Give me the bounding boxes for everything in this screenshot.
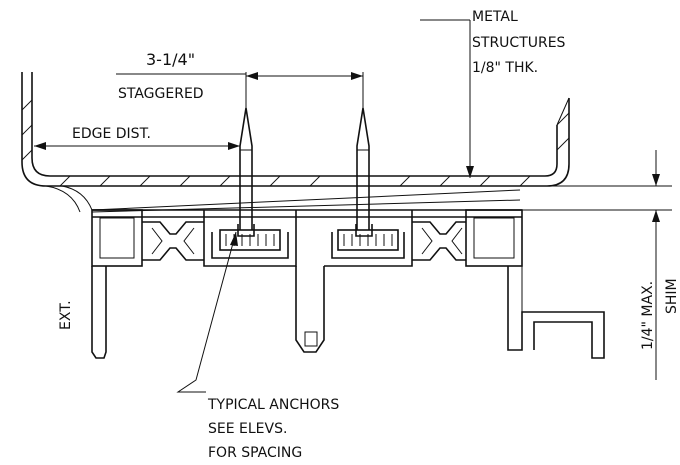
window-frame-extrusion xyxy=(91,209,605,359)
staggered-label: STAGGERED xyxy=(118,86,204,102)
shim-dimension xyxy=(522,150,672,380)
shim-label: SHIM xyxy=(664,278,680,314)
anchor-screw-right xyxy=(356,107,370,230)
metal-structures-label-line3: 1/8" THK. xyxy=(472,60,538,76)
edge-distance-dimension xyxy=(34,142,240,150)
metal-hatching xyxy=(21,99,570,187)
anchors-label-line2: SEE ELEVS. xyxy=(208,421,287,437)
anchors-label: TYPICAL ANCHORS SEE ELEVS. FOR SPACING xyxy=(207,397,339,461)
metal-structures-label-line1: METAL xyxy=(472,9,518,25)
metal-structures-leader xyxy=(420,19,474,178)
anchor-screw-left xyxy=(239,107,253,230)
metal-structures-label: METAL STRUCTURES 1/8" THK. xyxy=(472,9,566,76)
max-gap-label: 1/4" MAX. xyxy=(640,281,656,350)
sealant-fillet xyxy=(45,185,521,213)
anchors-leader xyxy=(176,231,238,393)
spacing-dimension-label: 3-1/4" xyxy=(146,50,195,69)
metal-structure xyxy=(21,72,570,187)
metal-structures-label-line2: STRUCTURES xyxy=(472,35,566,51)
anchor-spacing-dimension xyxy=(116,72,364,108)
edge-distance-label: EDGE DIST. xyxy=(72,126,151,142)
anchors-label-line3: FOR SPACING xyxy=(208,445,302,461)
exterior-label: EXT. xyxy=(58,300,74,330)
anchors-label-line1: TYPICAL ANCHORS xyxy=(207,397,339,413)
